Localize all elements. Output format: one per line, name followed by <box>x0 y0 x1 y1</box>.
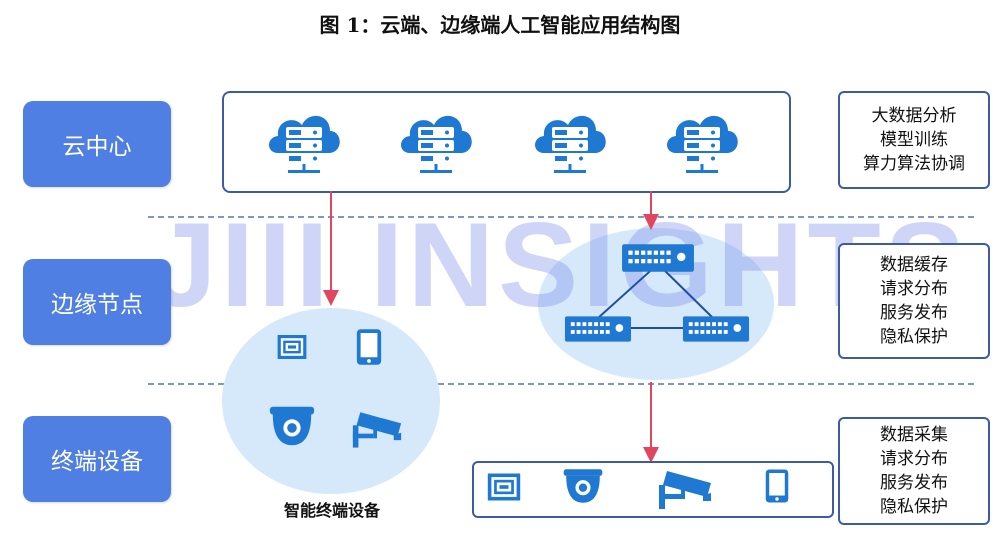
function-item: 服务发布 <box>880 303 948 323</box>
tier-label-terminal: 终端设备 <box>23 416 171 502</box>
function-item: 数据缓存 <box>880 255 948 275</box>
cloud-functions-box: 大数据分析 模型训练 算力算法协调 <box>838 91 990 189</box>
function-item: 算力算法协调 <box>863 154 965 174</box>
tablet-icon <box>355 328 383 366</box>
switch-link <box>597 263 659 319</box>
dome-camera-icon <box>562 467 604 505</box>
edge-devices-caption: 智能终端设备 <box>283 501 380 520</box>
terminal-functions-box: 数据采集 请求分布 服务发布 隐私保护 <box>838 417 990 525</box>
tier-separator <box>148 216 974 218</box>
terminal-device-group <box>472 461 834 518</box>
function-item: 隐私保护 <box>880 327 948 347</box>
function-item: 请求分布 <box>880 449 948 469</box>
edge-devices-cluster <box>222 308 440 494</box>
dome-camera-icon <box>268 404 316 448</box>
edge-functions-box: 数据缓存 请求分布 服务发布 隐私保护 <box>838 243 990 359</box>
function-item: 隐私保护 <box>880 497 948 517</box>
tablet-icon <box>764 468 790 504</box>
function-item: 数据采集 <box>880 425 948 445</box>
network-switch-icon <box>682 315 750 343</box>
cctv-camera-icon <box>351 408 403 450</box>
network-switch-icon <box>564 315 632 343</box>
function-item: 模型训练 <box>880 130 948 150</box>
function-item: 服务发布 <box>880 473 948 493</box>
network-switch-icon <box>621 243 695 273</box>
tier-label-cloud: 云中心 <box>23 101 171 187</box>
card-reader-icon <box>486 471 522 503</box>
cloud-server-group <box>222 91 791 193</box>
watermark: JIII INSIGHTS <box>150 198 969 332</box>
cctv-camera-icon <box>656 467 714 511</box>
function-item: 大数据分析 <box>871 106 957 126</box>
switch-link <box>657 263 714 319</box>
tier-label-edge: 边缘节点 <box>23 259 171 345</box>
card-reader-icon <box>276 333 308 361</box>
tier-separator <box>148 383 974 385</box>
figure-title: 图 1：云端、边缘端人工智能应用结构图 <box>319 13 681 37</box>
function-item: 请求分布 <box>880 279 948 299</box>
